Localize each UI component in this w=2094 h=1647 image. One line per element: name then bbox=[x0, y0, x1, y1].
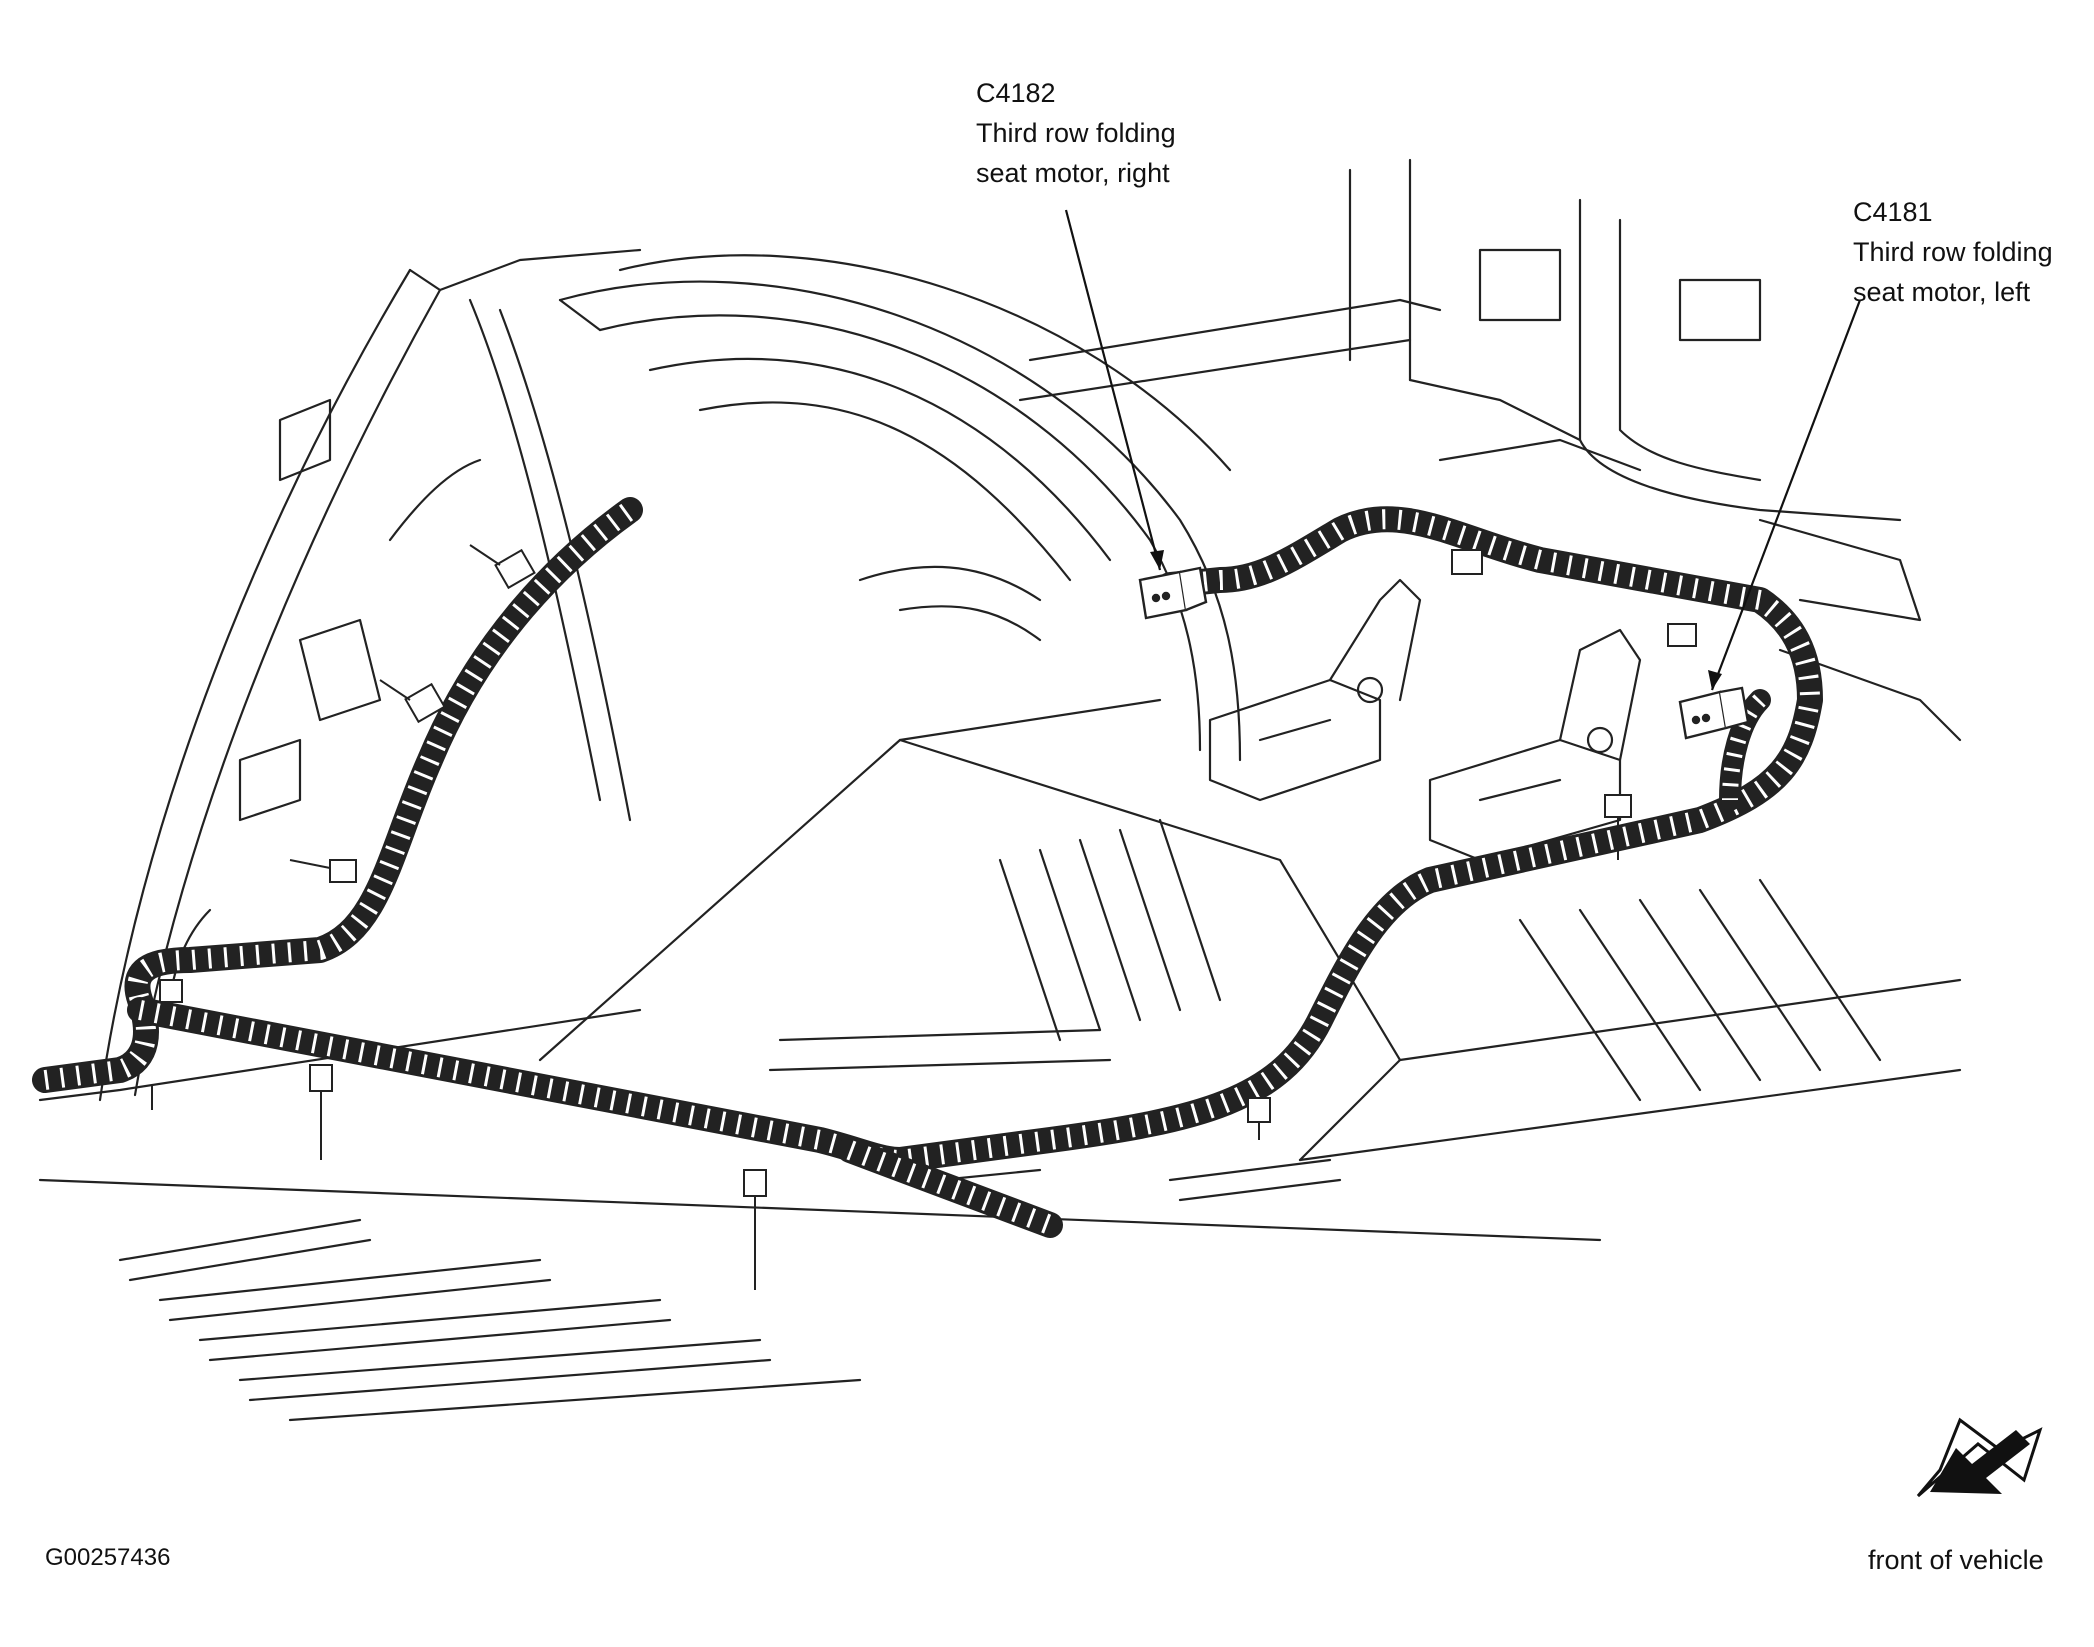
retainer-clip bbox=[1451, 549, 1483, 575]
retainer-clip bbox=[309, 1064, 333, 1160]
front-of-vehicle-label: front of vehicle bbox=[1868, 1545, 2044, 1575]
rear-body-structure bbox=[1018, 158, 1962, 742]
harness-retainers bbox=[151, 544, 1697, 1290]
leader-line-c4182 bbox=[1064, 209, 1162, 571]
retainer-clip bbox=[469, 544, 536, 590]
callout-c4182: C4182 Third row folding seat motor, righ… bbox=[976, 73, 1176, 193]
connector-c4182-icon bbox=[1138, 566, 1208, 620]
callout-c4181: C4181 Third row folding seat motor, left bbox=[1853, 192, 2053, 312]
connector-id: C4182 bbox=[976, 78, 1056, 108]
wheel-housing bbox=[558, 254, 1242, 762]
retainer-clip bbox=[151, 979, 183, 1110]
wiring-harness bbox=[32, 497, 1823, 1238]
figure-id: G00257436 bbox=[45, 1544, 171, 1571]
retainer-clip bbox=[1604, 794, 1632, 860]
retainer-clip bbox=[1667, 623, 1697, 647]
leader-line-c4181 bbox=[1710, 299, 1862, 691]
load-floor bbox=[38, 698, 1962, 1242]
retainer-clip bbox=[379, 679, 446, 724]
floor-ribs bbox=[118, 818, 1882, 1422]
retainer-clip bbox=[289, 859, 357, 883]
left-quarter-panel bbox=[98, 248, 642, 1102]
seat-bracket-left bbox=[1428, 628, 1642, 862]
callout-description-line1: Third row folding bbox=[976, 118, 1176, 148]
connector-id: C4181 bbox=[1853, 197, 1933, 227]
leader-lines bbox=[1064, 209, 1862, 691]
retainer-clip bbox=[743, 1169, 767, 1290]
callout-description-line2: seat motor, left bbox=[1853, 277, 2031, 307]
callout-description-line2: seat motor, right bbox=[976, 158, 1170, 188]
retainer-clip bbox=[1247, 1097, 1271, 1140]
front-direction-arrow-icon bbox=[1916, 1417, 2043, 1498]
seat-bracket-right bbox=[1208, 578, 1422, 802]
connector-c4181-icon bbox=[1678, 686, 1750, 740]
callout-description-line1: Third row folding bbox=[1853, 237, 2053, 267]
